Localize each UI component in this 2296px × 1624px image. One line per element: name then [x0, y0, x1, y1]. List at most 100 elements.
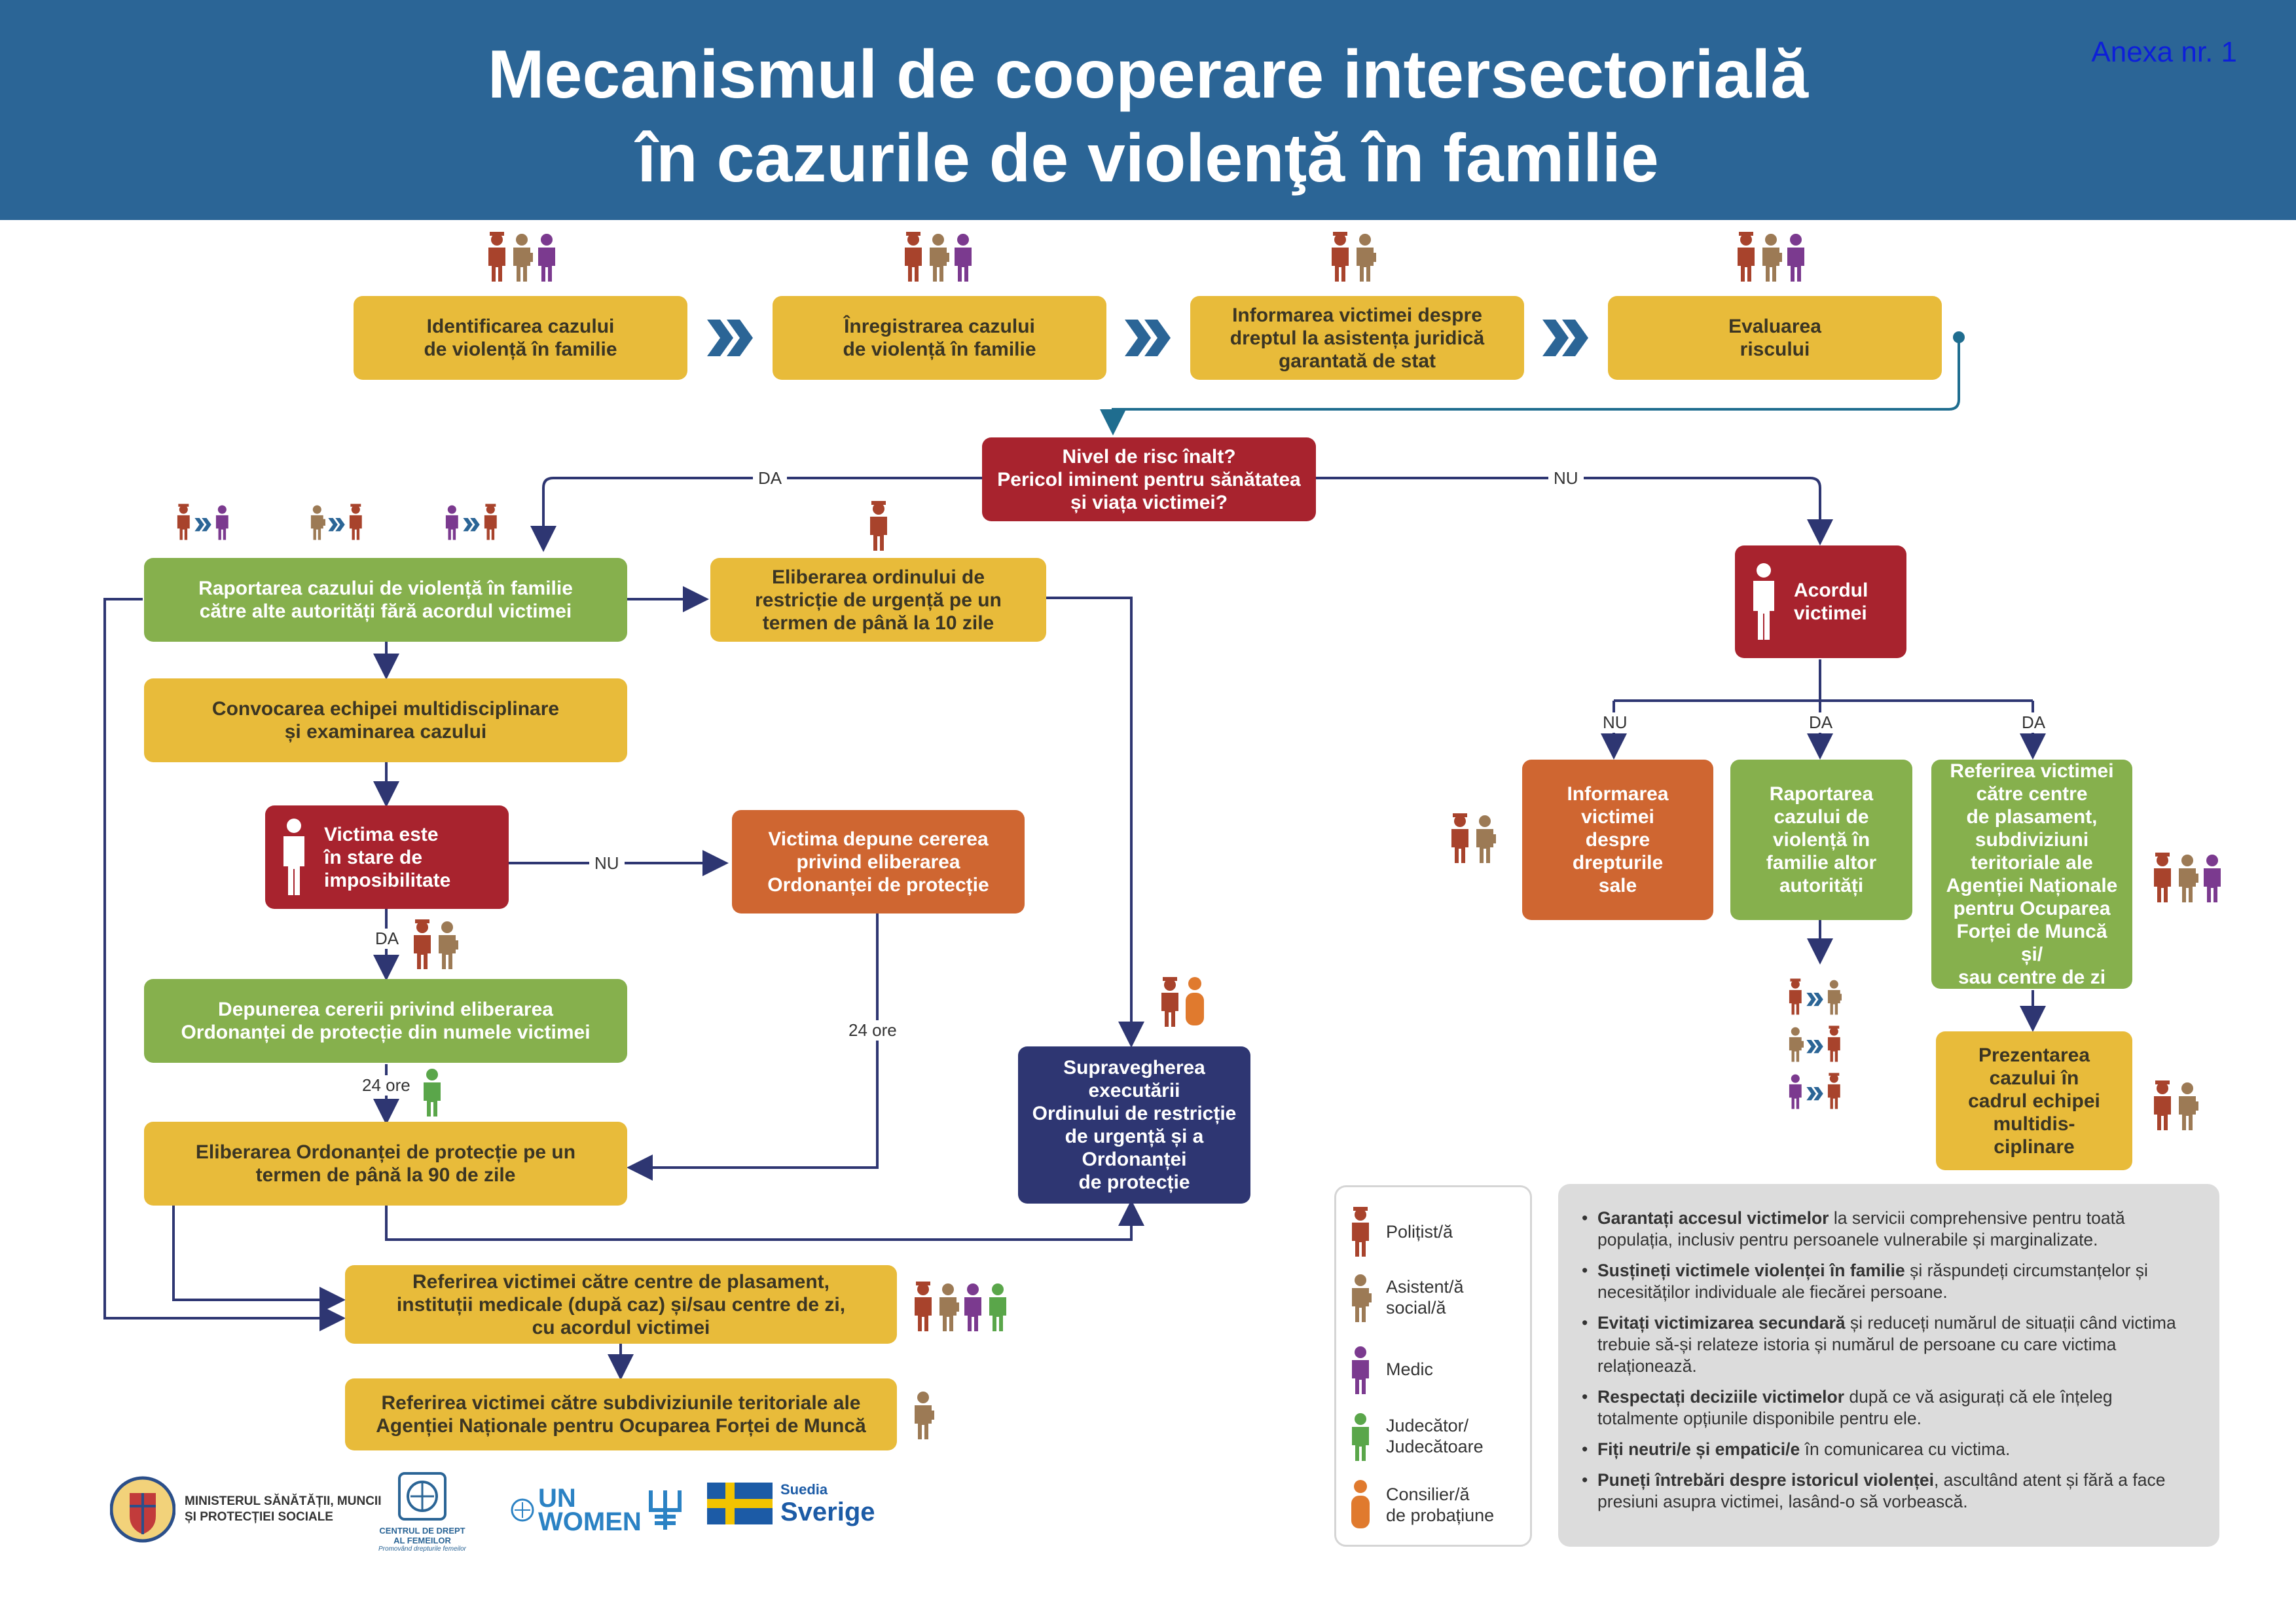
consent-no-label: NU [1597, 712, 1633, 733]
police-icon [2154, 1080, 2171, 1130]
chevron-arrow-icon [707, 320, 753, 356]
unable-no-label: NU [589, 853, 625, 874]
chevron-arrow-icon [328, 518, 345, 532]
un-women-symbol-icon [648, 1490, 682, 1530]
tip-item: Garantați accesul victimelor la servicii… [1582, 1208, 2196, 1251]
actors-group [486, 231, 558, 283]
actors-group [912, 1388, 934, 1441]
social-worker-icon [1827, 980, 1842, 1015]
cdf-emblem-icon [398, 1472, 446, 1521]
hours-label-1: 24 ore [357, 1075, 416, 1096]
chevron-arrow-icon [194, 518, 211, 532]
title-line-1: Mecanismul de cooperare intersectorială [487, 37, 1809, 113]
tip-item: Respectați deciziile victimelor după ce … [1582, 1386, 2196, 1430]
medic-icon [964, 1283, 981, 1331]
person-icon [283, 819, 304, 895]
social-worker-icon [1352, 1274, 1372, 1322]
coat-of-arms-icon [110, 1476, 175, 1543]
referral-employment-agency: Referirea victimei către subdiviziunile … [345, 1378, 897, 1450]
actors-group [309, 503, 363, 541]
page-title: Mecanismul de cooperare intersectorială … [0, 33, 2296, 200]
social-worker-icon [1762, 234, 1782, 282]
emergency-restriction-order: Eliberarea ordinului de restricție de ur… [710, 558, 1046, 642]
social-worker-icon [310, 505, 325, 540]
actors-group [1787, 1025, 1842, 1063]
medic-icon [1787, 234, 1804, 282]
present-case-mdt: Prezentarea cazului în cadrul echipei mu… [1936, 1031, 2132, 1170]
actors-group [2151, 851, 2223, 904]
chevron-arrow-icon [1806, 993, 1823, 1006]
decision-yes-label: DA [753, 468, 788, 489]
issue-protection-order: Eliberarea Ordonanței de protecție pe un… [144, 1122, 627, 1206]
police-icon [905, 232, 922, 282]
actors-group [1449, 812, 1496, 864]
legend-panel: Polițist/ă Asistent/ă social/ă Medic Jud… [1334, 1185, 1532, 1547]
medic-icon [215, 505, 228, 540]
chevron-arrow-icon [1806, 1040, 1823, 1054]
legend-probation: Consilier/ă de probațiune [1349, 1479, 1494, 1531]
social-worker-icon [930, 234, 949, 282]
swedish-flag-icon [707, 1483, 773, 1524]
actors-group [912, 1280, 1009, 1333]
actors-group [175, 503, 230, 541]
judge-icon [424, 1069, 441, 1116]
medic-icon [1789, 1074, 1802, 1109]
medic-icon [445, 505, 458, 540]
probation-officer-icon [1351, 1480, 1370, 1528]
unable-yes-label: DA [370, 929, 405, 949]
police-icon [1332, 232, 1349, 282]
tip-item: Evitați victimizarea secundară și reduce… [1582, 1312, 2196, 1377]
tip-item: Susțineți victimele violenței în familie… [1582, 1260, 2196, 1303]
actors-group [902, 231, 974, 283]
social-worker-icon [1789, 1027, 1804, 1062]
social-worker-icon [2179, 855, 2198, 902]
title-line-2: în cazurile de violenţă în familie [637, 120, 1659, 196]
refer-victim-centers: Referirea victimei către centre de plasa… [1931, 760, 2132, 989]
police-icon [414, 919, 431, 969]
inform-victim-rights: Informarea victimei despre drepturile sa… [1522, 760, 1713, 920]
tip-item: Fiți neutri/e și empatici/e în comunicar… [1582, 1439, 2196, 1460]
annex-label: Anexa nr. 1 [2091, 36, 2237, 68]
report-other-authorities: Raportarea cazului de violență în famili… [1730, 760, 1912, 920]
chevron-arrow-icon [1542, 320, 1588, 356]
header-banner [0, 0, 2296, 220]
judge-icon [989, 1283, 1006, 1331]
legend-medic: Medic [1349, 1343, 1433, 1395]
medic-icon [2204, 855, 2221, 902]
police-icon [1451, 813, 1468, 863]
police-icon [1161, 977, 1178, 1027]
actors-group [1159, 976, 1206, 1028]
medic-icon [1352, 1346, 1369, 1394]
social-worker-icon [2179, 1082, 2198, 1130]
social-worker-icon [439, 921, 458, 969]
social-worker-icon [939, 1283, 959, 1331]
actors-group [444, 503, 498, 541]
police-icon [177, 504, 190, 540]
supervision-box: Supravegherea executării Ordinului de re… [1018, 1046, 1250, 1204]
medic-icon [538, 234, 555, 282]
report-without-consent: Raportarea cazului de violență în famili… [144, 558, 627, 642]
decision-no-label: NU [1548, 468, 1584, 489]
police-icon [1827, 1073, 1840, 1109]
police-icon [488, 232, 505, 282]
police-icon [915, 1282, 932, 1331]
ministry-logo: MINISTERUL SĂNĂTĂȚII, MUNCII ȘI PROTECȚI… [110, 1473, 381, 1545]
police-icon [484, 504, 497, 540]
sweden-logo: Suedia Sverige [707, 1481, 875, 1526]
multidisciplinary-team: Convocarea echipei multidisciplinare și … [144, 678, 627, 762]
police-icon [870, 501, 887, 551]
actors-group [421, 1065, 443, 1118]
hours-label-2: 24 ore [843, 1020, 902, 1041]
file-request-on-behalf: Depunerea cererii privind eliberarea Ord… [144, 979, 627, 1063]
person-icon [1753, 563, 1774, 640]
cdf-logo: CENTRUL DE DREPT AL FEMEILOR Promovând d… [376, 1470, 468, 1553]
legend-social: Asistent/ă social/ă [1349, 1271, 1464, 1323]
step-risk-evaluation: Evaluarea riscului [1608, 296, 1942, 380]
police-icon [1827, 1025, 1840, 1062]
step-legal-info: Informarea victimei despre dreptul la as… [1190, 296, 1524, 380]
step-registration: Înregistrarea cazului de violență în fam… [773, 296, 1106, 380]
judge-icon [1352, 1413, 1369, 1461]
consent-yes-label-2: DA [2016, 712, 2051, 733]
step-identification: Identificarea cazului de violență în fam… [354, 296, 687, 380]
